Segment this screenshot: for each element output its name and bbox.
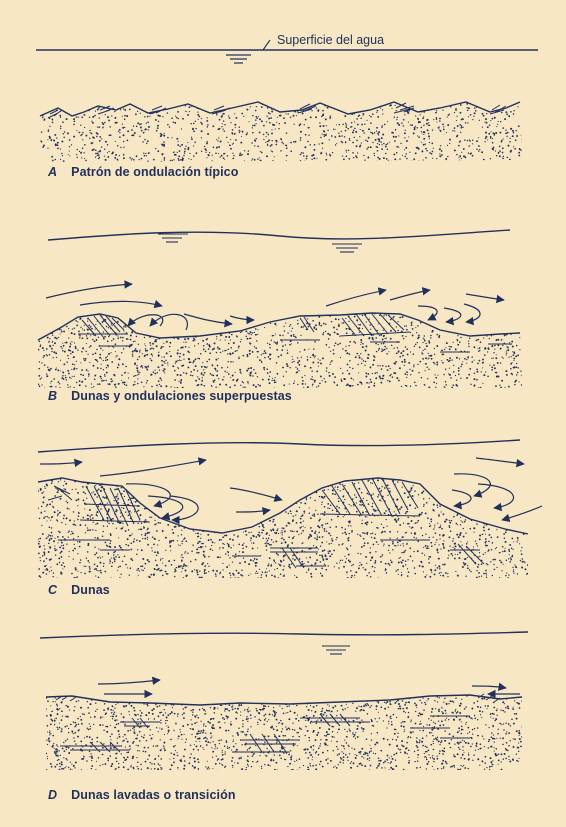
caption-letter: A [48,165,57,179]
water-surface-line [48,230,510,240]
caption-letter: B [48,389,57,403]
panel-b [37,230,522,391]
caption-c: C Dunas [48,583,110,597]
caption-text: Dunas [71,583,110,597]
water-surface-line [38,440,520,452]
dune-laminae [78,314,512,352]
water-surface-label: Superficie del agua [277,33,384,47]
caption-b: B Dunas y ondulaciones superpuestas [48,389,292,403]
caption-letter: C [48,583,57,597]
caption-letter: D [48,788,57,802]
caption-text: Dunas lavadas o transición [71,788,235,802]
caption-text: Dunas y ondulaciones superpuestas [71,389,292,403]
panel-a [36,40,538,163]
water-surface-line [40,632,528,638]
caption-text: Patrón de ondulación típico [71,165,238,179]
panel-d [40,632,528,773]
water-level-symbol [322,646,350,654]
flow-arrows [98,680,520,694]
caption-a: A Patrón de ondulación típico [48,165,238,179]
surface-leader-line [263,40,270,50]
water-level-symbol [226,55,251,63]
caption-d: D Dunas lavadas o transición [48,788,236,802]
panel-c [38,440,542,581]
water-level-symbol [158,234,362,252]
